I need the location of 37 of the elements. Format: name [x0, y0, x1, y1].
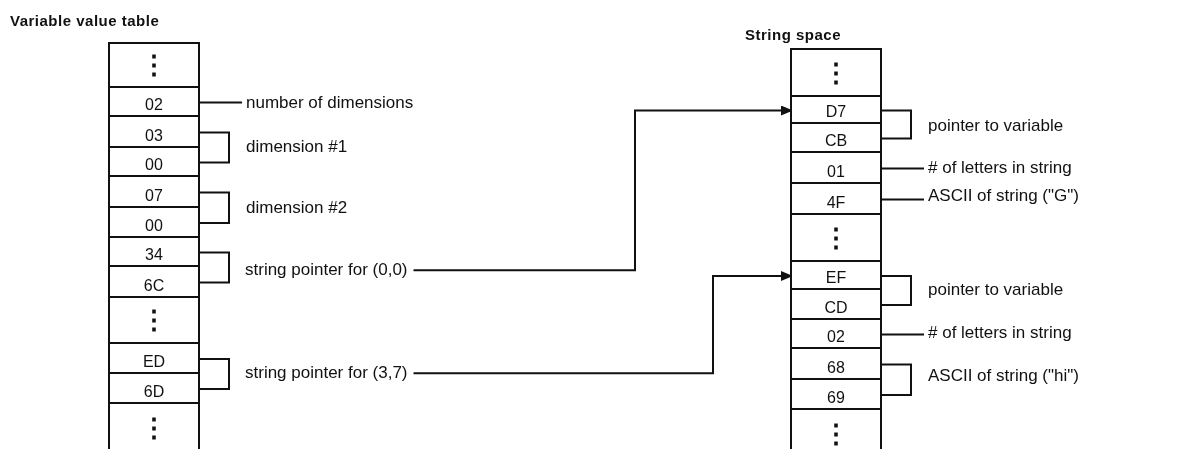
annotation-text: # of letters in string: [928, 159, 1072, 178]
ellipsis-cell: ⋮: [110, 404, 198, 449]
annotation-text: ASCII of string ("hi"): [928, 367, 1079, 386]
annotation-text: string pointer for (0,0): [245, 261, 408, 280]
annotation-text: number of dimensions: [246, 94, 414, 113]
memory-cell: 34: [110, 238, 198, 267]
memory-cell: D7: [792, 97, 880, 124]
memory-cell: 6C: [110, 267, 198, 298]
memory-cell: 69: [792, 380, 880, 410]
ellipsis-cell: ⋮: [110, 298, 198, 344]
annotation-text: # of letters in string: [928, 324, 1072, 343]
annotation-text: pointer to variable: [928, 117, 1064, 136]
memory-cell: EF: [792, 262, 880, 290]
annotation-text: pointer to variable: [928, 281, 1064, 300]
table-heading: String space: [745, 26, 842, 43]
memory-cell: 07: [110, 177, 198, 208]
memory-cell: CB: [792, 124, 880, 153]
memory-cell: ED: [110, 344, 198, 374]
memory-cell: 00: [110, 208, 198, 238]
memory-cell: 6D: [110, 374, 198, 404]
annotation-text: ASCII of string ("G"): [928, 187, 1079, 206]
annotation-text: string pointer for (3,7): [245, 364, 408, 383]
memory-cell: 68: [792, 349, 880, 380]
memory-cell: 03: [110, 117, 198, 148]
memory-cell: 4F: [792, 184, 880, 215]
ellipsis-cell: ⋮: [792, 50, 880, 97]
memory-cell: 02: [110, 88, 198, 117]
annotation-text: dimension #2: [246, 199, 348, 218]
ellipsis-cell: ⋮: [792, 410, 880, 449]
memory-cell: CD: [792, 290, 880, 320]
annotation-text: dimension #1: [246, 138, 348, 157]
memory-cell: 02: [792, 320, 880, 349]
ellipsis-cell: ⋮: [792, 215, 880, 262]
table-heading: Variable value table: [10, 12, 160, 29]
ellipsis-cell: ⋮: [110, 44, 198, 88]
memory-cell: 01: [792, 153, 880, 184]
memory-cell: 00: [110, 148, 198, 177]
